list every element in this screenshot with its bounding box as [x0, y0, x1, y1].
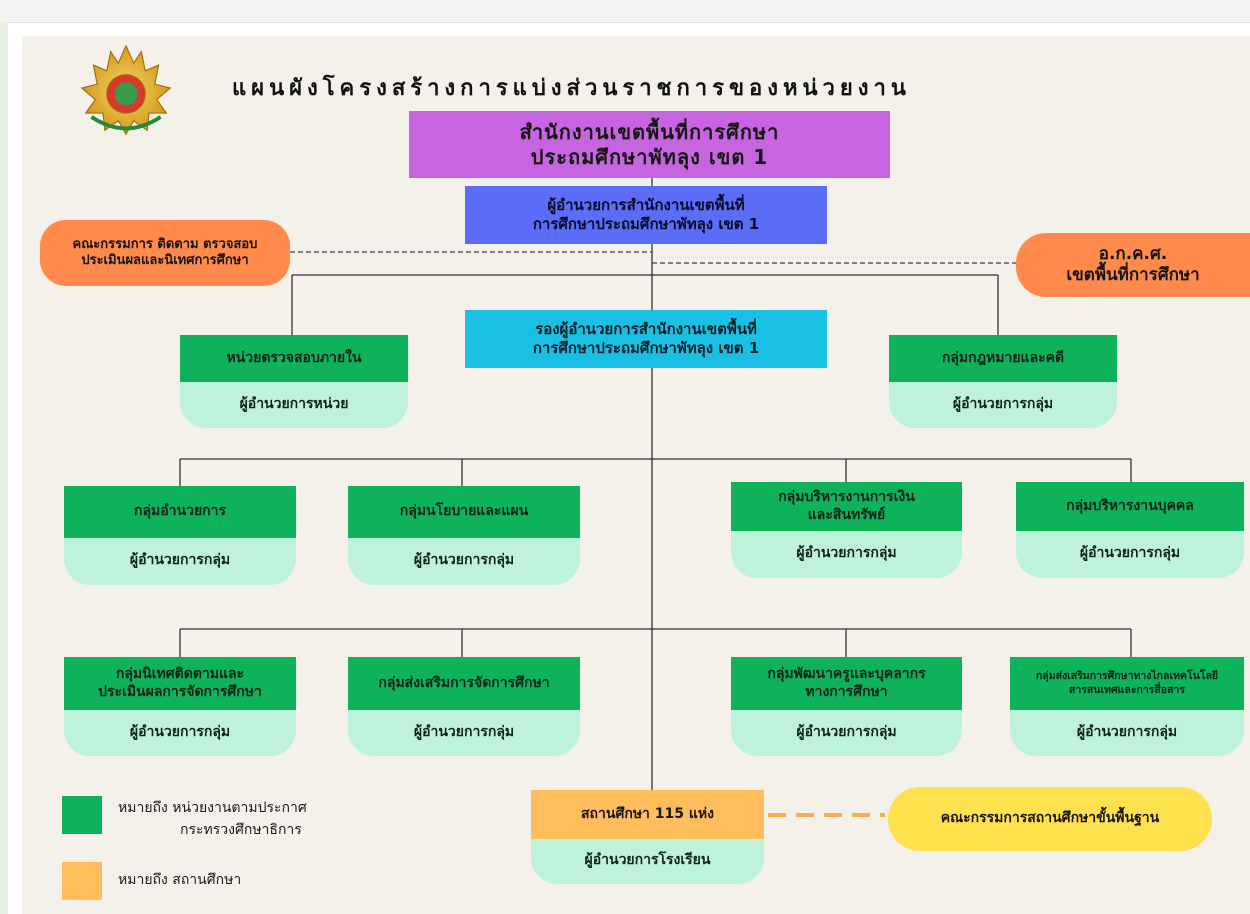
admin-group-box: กลุ่มอำนวยการ: [64, 486, 296, 538]
school-head-box: ผู้อำนวยการโรงเรียน: [531, 838, 764, 884]
ict-head-box: ผู้อำนวยการกลุ่ม: [1010, 709, 1244, 756]
supervision-group-line1: กลุ่มนิเทศติดตามและ: [115, 666, 245, 682]
director-box: ผู้อำนวยการสำนักงานเขตพื้นที่ การศึกษาปร…: [465, 186, 827, 244]
ict-group-line2: สารสนเทศและการสื่อสาร: [1068, 683, 1186, 696]
promotion-head-box: ผู้อำนวยการกลุ่ม: [348, 709, 580, 756]
finance-group-box: กลุ่มบริหารงานการเงิน และสินทรัพย์: [731, 482, 962, 531]
schools-box: สถานศึกษา 115 แห่ง: [531, 790, 764, 839]
page-left-strip: [0, 22, 8, 914]
director-line2: การศึกษาประถมศึกษาพัทลุง เขต 1: [532, 215, 760, 233]
teacher-dev-group-line1: กลุ่มพัฒนาครูและบุคลากร: [767, 666, 926, 682]
ict-group-box: กลุ่มส่งเสริมการศึกษาทางไกลเทคโนโลยี สาร…: [1010, 657, 1244, 710]
obec-emblem-icon: [80, 44, 172, 136]
deputy-line2: การศึกษาประถมศึกษาพัทลุง เขต 1: [532, 339, 760, 357]
supervision-head-box: ผู้อำนวยการกลุ่ม: [64, 709, 296, 756]
committee-left-line1: คณะกรรมการ ติดตาม ตรวจสอบ: [72, 236, 258, 252]
office-box: สำนักงานเขตพื้นที่การศึกษา ประถมศึกษาพัท…: [409, 111, 890, 178]
committee-monitor-box: คณะกรรมการ ติดตาม ตรวจสอบ ประเมินผลและนิ…: [40, 220, 290, 286]
browser-top-bar: [0, 0, 1250, 23]
legal-head-box: ผู้อำนวยการกลุ่ม: [889, 381, 1117, 428]
policy-group-box: กลุ่มนโยบายและแผน: [348, 486, 580, 538]
finance-group-line1: กลุ่มบริหารงานการเงิน: [778, 489, 915, 505]
legend-green-line2: กระทรวงศึกษาธิการ: [180, 821, 302, 838]
teacher-dev-group-box: กลุ่มพัฒนาครูและบุคลากร ทางการศึกษา: [731, 657, 962, 710]
legend-orange-text: หมายถึง สถานศึกษา: [118, 872, 242, 888]
finance-group-line2: และสินทรัพย์: [807, 506, 886, 523]
legend-green-line1: หมายถึง หน่วยงานตามประกาศ: [118, 800, 307, 816]
promotion-group-line1: กลุ่มส่งเสริมการจัดการศึกษา: [378, 674, 550, 691]
page-title: แผนผังโครงสร้างการแบ่งส่วนราชการของหน่วย…: [232, 76, 911, 101]
teacher-dev-group-line2: ทางการศึกษา: [805, 683, 888, 700]
committee-left-line2: ประเมินผลและนิเทศการศึกษา: [81, 253, 249, 268]
legal-group-box: กลุ่มกฎหมายและคดี: [889, 335, 1117, 382]
okhks-committee-box: อ.ก.ค.ศ. เขตพื้นที่การศึกษา: [1016, 233, 1250, 297]
deputy-line1: รองผู้อำนวยการสำนักงานเขตพื้นที่: [535, 320, 757, 339]
committee-right-line1: อ.ก.ค.ศ.: [1098, 243, 1168, 264]
personnel-head-box: ผู้อำนวยการกลุ่ม: [1016, 530, 1244, 578]
legend-green-text: หมายถึง หน่วยงานตามประกาศ กระทรวงศึกษาธิ…: [118, 798, 307, 841]
deputy-box: รองผู้อำนวยการสำนักงานเขตพื้นที่ การศึกษ…: [465, 310, 827, 368]
personnel-group-line1: กลุ่มบริหารงานบุคคล: [1066, 497, 1194, 514]
legend-orange-swatch: [62, 862, 102, 900]
chart-canvas: [22, 36, 1250, 914]
school-board-box: คณะกรรมการสถานศึกษาขั้นพื้นฐาน: [888, 787, 1212, 851]
personnel-group-box: กลุ่มบริหารงานบุคคล: [1016, 482, 1244, 531]
policy-group-line1: กลุ่มนโยบายและแผน: [399, 503, 529, 520]
committee-right-line2: เขตพื้นที่การศึกษา: [1066, 265, 1200, 285]
teacher-dev-head-box: ผู้อำนวยการกลุ่ม: [731, 709, 962, 756]
supervision-group-box: กลุ่มนิเทศติดตามและ ประเมินผลการจัดการศึ…: [64, 657, 296, 710]
audit-unit-box: หน่วยตรวจสอบภายใน: [180, 335, 408, 382]
office-line1: สำนักงานเขตพื้นที่การศึกษา: [519, 119, 780, 144]
finance-head-box: ผู้อำนวยการกลุ่ม: [731, 530, 962, 578]
ict-group-line1: กลุ่มส่งเสริมการศึกษาทางไกลเทคโนโลยี: [1035, 670, 1219, 683]
promotion-group-box: กลุ่มส่งเสริมการจัดการศึกษา: [348, 657, 580, 710]
supervision-group-line2: ประเมินผลการจัดการศึกษา: [98, 683, 262, 700]
admin-head-box: ผู้อำนวยการกลุ่ม: [64, 537, 296, 585]
audit-head-box: ผู้อำนวยการหน่วย: [180, 381, 408, 428]
policy-head-box: ผู้อำนวยการกลุ่ม: [348, 537, 580, 585]
admin-group-line1: กลุ่มอำนวยการ: [133, 503, 227, 520]
office-line2: ประถมศึกษาพัทลุง เขต 1: [530, 144, 769, 169]
legend-green-swatch: [62, 796, 102, 834]
director-line1: ผู้อำนวยการสำนักงานเขตพื้นที่: [547, 196, 745, 215]
